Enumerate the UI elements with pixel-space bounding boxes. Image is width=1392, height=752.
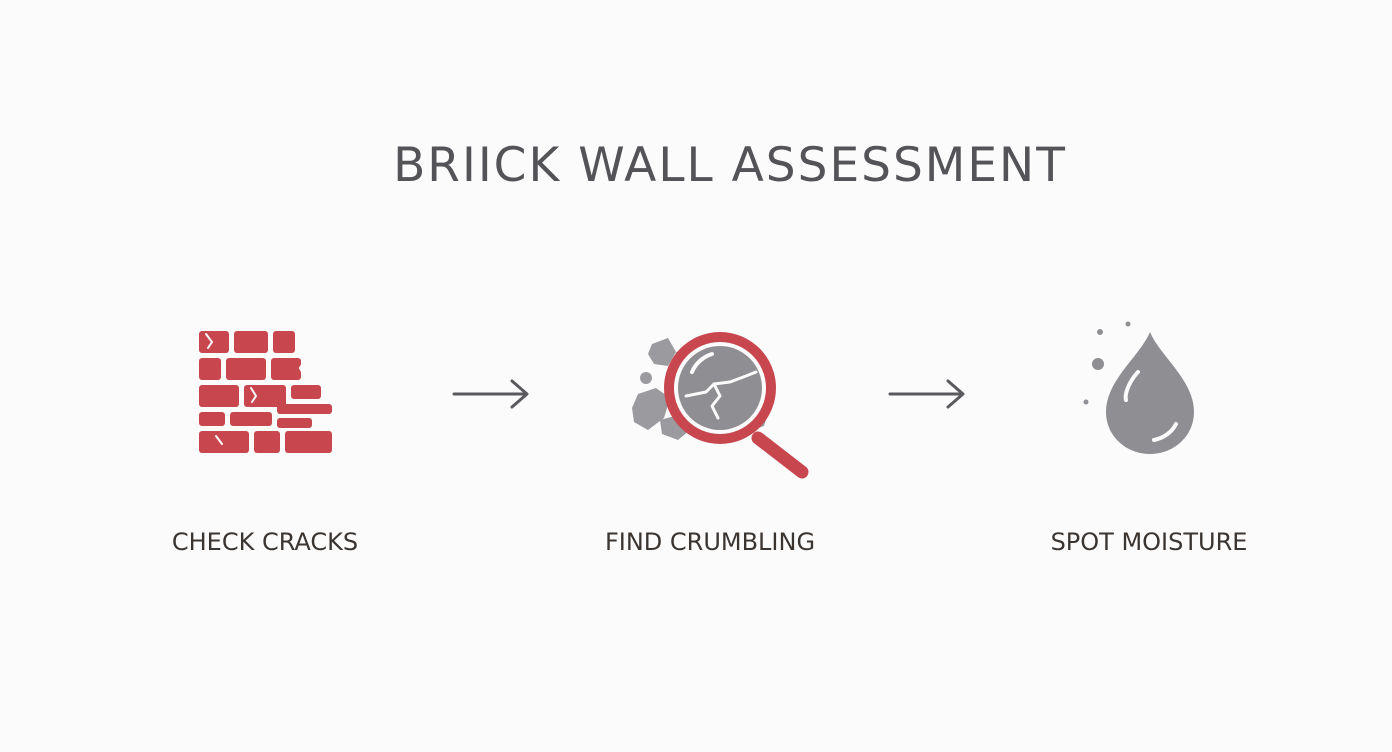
- step-label-spot-moisture: SPOT MOISTURE: [1050, 528, 1248, 556]
- step-label-find-crumbling: FIND CRUMBLING: [604, 528, 816, 556]
- step-label-check-cracks: CHECK CRACKS: [171, 528, 359, 556]
- brick-wall-icon: [199, 331, 332, 453]
- page-title: BRIICK WALL ASSESSMENT: [393, 138, 1067, 193]
- arrow-right-icon: [452, 379, 529, 409]
- magnifier-icon: [632, 332, 809, 479]
- water-drop-icon: [1083, 321, 1194, 454]
- arrow-right-icon: [888, 379, 965, 409]
